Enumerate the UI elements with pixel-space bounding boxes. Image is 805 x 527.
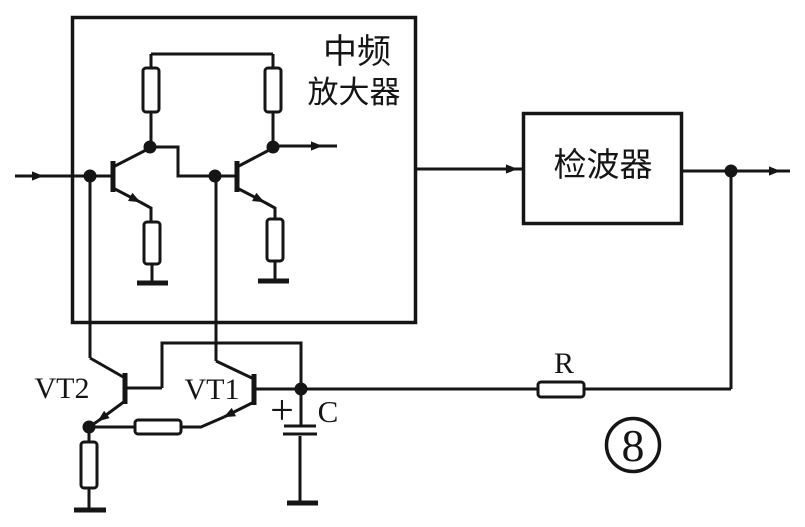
- q2-collector: [236, 146, 274, 169]
- transistor-q1: [110, 146, 153, 222]
- if-amplifier-label-line1: 中频: [323, 32, 391, 72]
- q2-emitter-lead: [263, 200, 277, 219]
- detector-box: [521, 111, 684, 226]
- agc-network: R VT2 VT1: [35, 341, 731, 513]
- detector-block: 检波器: [416, 111, 790, 389]
- vt2-emitter-arrow: [97, 399, 126, 423]
- figure-number-badge: 8: [604, 416, 662, 474]
- q1-collector: [112, 146, 151, 169]
- q2-emitter-arrow: [236, 186, 265, 204]
- q2-emitter-resistor: [265, 217, 285, 263]
- vt2-base-link-wire: [160, 341, 303, 389]
- q1-emitter-arrow: [112, 186, 141, 204]
- junction-q1-collector: [143, 140, 157, 154]
- capacitor-c: [283, 389, 318, 506]
- vt1-emitter-lead: [181, 415, 225, 429]
- capacitor-polarity-sign: +: [270, 388, 294, 434]
- transistor-vt1: [181, 359, 301, 429]
- transistor-vt2: [88, 356, 162, 429]
- feedback-resistor-r: [536, 380, 586, 399]
- vt2-label: VT2: [35, 372, 90, 405]
- vt2-emitter-resistor: [79, 440, 99, 490]
- q1-emitter-lead: [139, 200, 153, 222]
- transistor-q2: [234, 146, 277, 219]
- figure-number-text: 8: [622, 420, 645, 471]
- left-collector-resistor: [141, 66, 161, 114]
- detector-label: 检波器: [554, 145, 653, 184]
- if-amplifier-label-line2: 放大器: [308, 75, 401, 111]
- right-collector-resistor: [263, 66, 283, 114]
- if-amplifier-box: [70, 15, 418, 325]
- emitter-coupling-resistor: [133, 418, 183, 436]
- q1-emitter-resistor: [142, 220, 162, 266]
- junction-input-node: [83, 169, 97, 183]
- if-amplifier-block: 中频 放大器: [15, 15, 418, 361]
- vt2-collector: [89, 356, 126, 380]
- capacitor-c-label: C: [318, 394, 339, 429]
- figure-number-circle: [604, 416, 662, 474]
- junction-q2-base: [208, 169, 222, 183]
- resistor-r-label: R: [554, 347, 574, 380]
- vt1-emitter-arrow: [223, 400, 255, 419]
- junction-q2-collector: [266, 140, 280, 154]
- vt1-label: VT1: [185, 373, 240, 406]
- interstage-wire: [150, 145, 216, 178]
- vt1-collector: [215, 359, 255, 381]
